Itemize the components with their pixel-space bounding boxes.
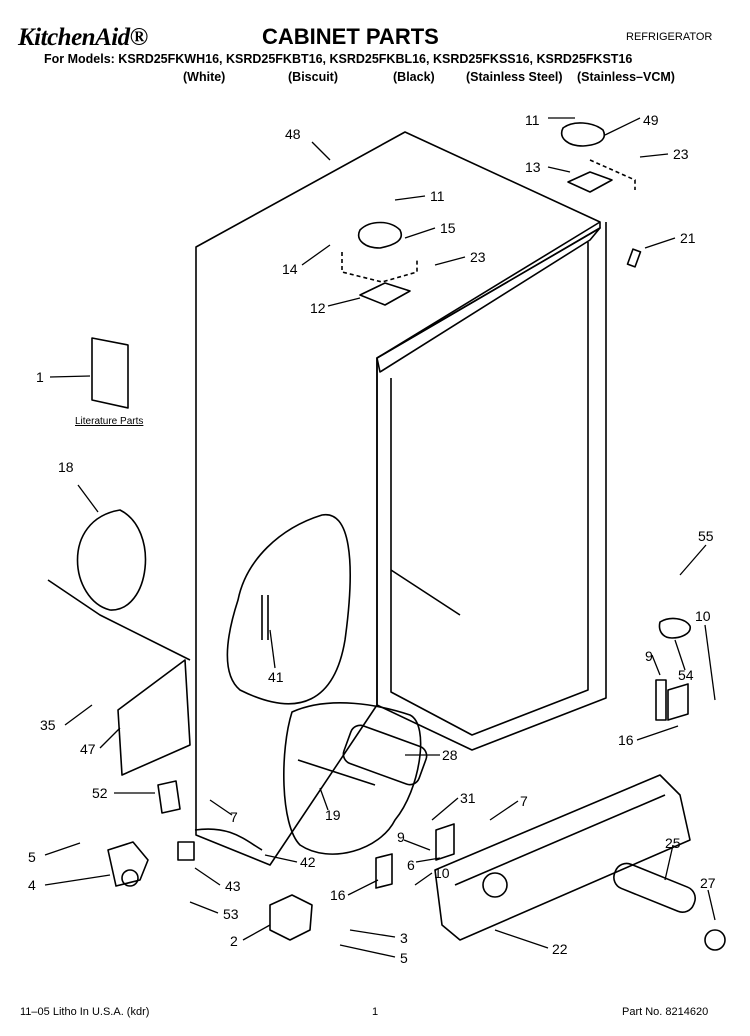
- part-label: 5: [400, 950, 408, 966]
- part-label: 41: [268, 669, 284, 685]
- part-label: 21: [680, 230, 696, 246]
- side-cutaway: [226, 514, 351, 705]
- product-category: REFRIGERATOR: [626, 31, 713, 43]
- cabinet-inner-shelf: [390, 569, 461, 616]
- part-label: 28: [442, 747, 458, 763]
- part-label: 2: [230, 933, 238, 949]
- clip-part-21: [626, 248, 642, 268]
- part-label: 13: [525, 159, 541, 175]
- part-label: 52: [92, 785, 108, 801]
- page-title: CABINET PARTS: [262, 24, 439, 49]
- part-label: 5: [28, 849, 36, 865]
- cabinet-drawing: [47, 122, 726, 951]
- part-label: 10: [434, 865, 450, 881]
- literature-parts-label: Literature Parts: [75, 416, 143, 427]
- clamp-part-43: [177, 841, 195, 861]
- water-valve-part-28: [342, 724, 428, 786]
- tube-part-42: [194, 828, 263, 851]
- literature-booklet: [91, 337, 129, 409]
- rod-part-19: [297, 759, 376, 786]
- finish-biscuit: (Biscuit): [288, 70, 338, 84]
- cabinet-top-edge: [376, 221, 601, 359]
- bracket-part-9: [655, 679, 667, 721]
- models-line: For Models: KSRD25FKWH16, KSRD25FKBT16, …: [44, 52, 633, 66]
- part-label: 1: [36, 369, 44, 385]
- bracket-part-31: [435, 823, 455, 861]
- roller-wheel-4: [121, 869, 139, 887]
- hinge-12: [359, 282, 411, 306]
- hinge-cover-49: [561, 122, 605, 147]
- grille-part-22: [434, 774, 691, 941]
- roller-part-2: [269, 894, 313, 941]
- part-label: 11: [430, 188, 445, 204]
- page-number: 1: [372, 1006, 379, 1018]
- brand-logo: KitchenAid®: [18, 24, 148, 51]
- cable-lead: [47, 579, 191, 661]
- finish-black: (Black): [393, 70, 435, 84]
- rear-cover-47: [117, 659, 191, 776]
- hinge-part-54: [658, 617, 691, 639]
- clip-part-52: [157, 780, 181, 814]
- part-label: 7: [520, 793, 528, 809]
- finish-stainless-vcm: (Stainless–VCM): [577, 70, 675, 84]
- part-label: 9: [397, 829, 405, 845]
- cabinet-inner-liner: [390, 242, 589, 736]
- part-label: 55: [698, 528, 714, 544]
- part-number-labels: 48 11 49 23 13 11 15 14 23 21 12 1 18 41…: [28, 112, 716, 966]
- part-label: 18: [58, 459, 74, 475]
- grille-knob: [482, 872, 508, 898]
- part-label: 25: [665, 835, 681, 851]
- litho-info: 11–05 Litho In U.S.A. (kdr): [20, 1006, 150, 1018]
- part-label: 12: [310, 300, 326, 316]
- finish-white: (White): [183, 70, 226, 84]
- part-label: 49: [643, 112, 659, 128]
- cabinet-flange: [376, 227, 601, 373]
- hinge-13: [567, 171, 613, 193]
- part-label: 53: [223, 906, 239, 922]
- part-label: 43: [225, 878, 241, 894]
- bracket-part-16-right: [667, 683, 689, 721]
- bracket-part-16-left: [375, 853, 393, 889]
- part-label: 14: [282, 261, 298, 277]
- hinge-cover-15: [358, 221, 402, 249]
- part-label: 3: [400, 930, 408, 946]
- part-label: 16: [618, 732, 634, 748]
- part-label: 42: [300, 854, 316, 870]
- cable-part-18: [76, 509, 147, 611]
- part-label: 4: [28, 877, 36, 893]
- part-number: Part No. 8214620: [622, 1006, 709, 1018]
- roller-part-4: [107, 841, 149, 887]
- screw-guide-top-right: [589, 159, 636, 190]
- part-label: 31: [460, 790, 476, 806]
- part-label: 11: [525, 112, 540, 128]
- part-label: 7: [230, 809, 238, 825]
- part-label: 47: [80, 741, 96, 757]
- finish-stainless-steel: (Stainless Steel): [466, 70, 563, 84]
- grille-inner-edge: [454, 794, 666, 886]
- part-label: 22: [552, 941, 568, 957]
- part-label: 23: [673, 146, 689, 162]
- part-label: 9: [645, 648, 653, 664]
- leader-lines: [44, 117, 716, 958]
- spring-part-41: [261, 595, 269, 640]
- part-label: 35: [40, 717, 56, 733]
- screw-guide-top-left: [341, 252, 418, 283]
- part-label: 54: [678, 667, 694, 683]
- part-label: 27: [700, 875, 716, 891]
- part-label: 19: [325, 807, 341, 823]
- part-label: 10: [695, 608, 711, 624]
- part-label: 16: [330, 887, 346, 903]
- part-label: 15: [440, 220, 456, 236]
- lower-cutaway: [283, 702, 422, 855]
- part-label: 48: [285, 126, 301, 142]
- cabinet-front-opening: [376, 222, 607, 751]
- cap-part-27: [704, 929, 726, 951]
- part-label: 6: [407, 857, 415, 873]
- filter-part-25: [613, 862, 696, 913]
- part-label: 23: [470, 249, 486, 265]
